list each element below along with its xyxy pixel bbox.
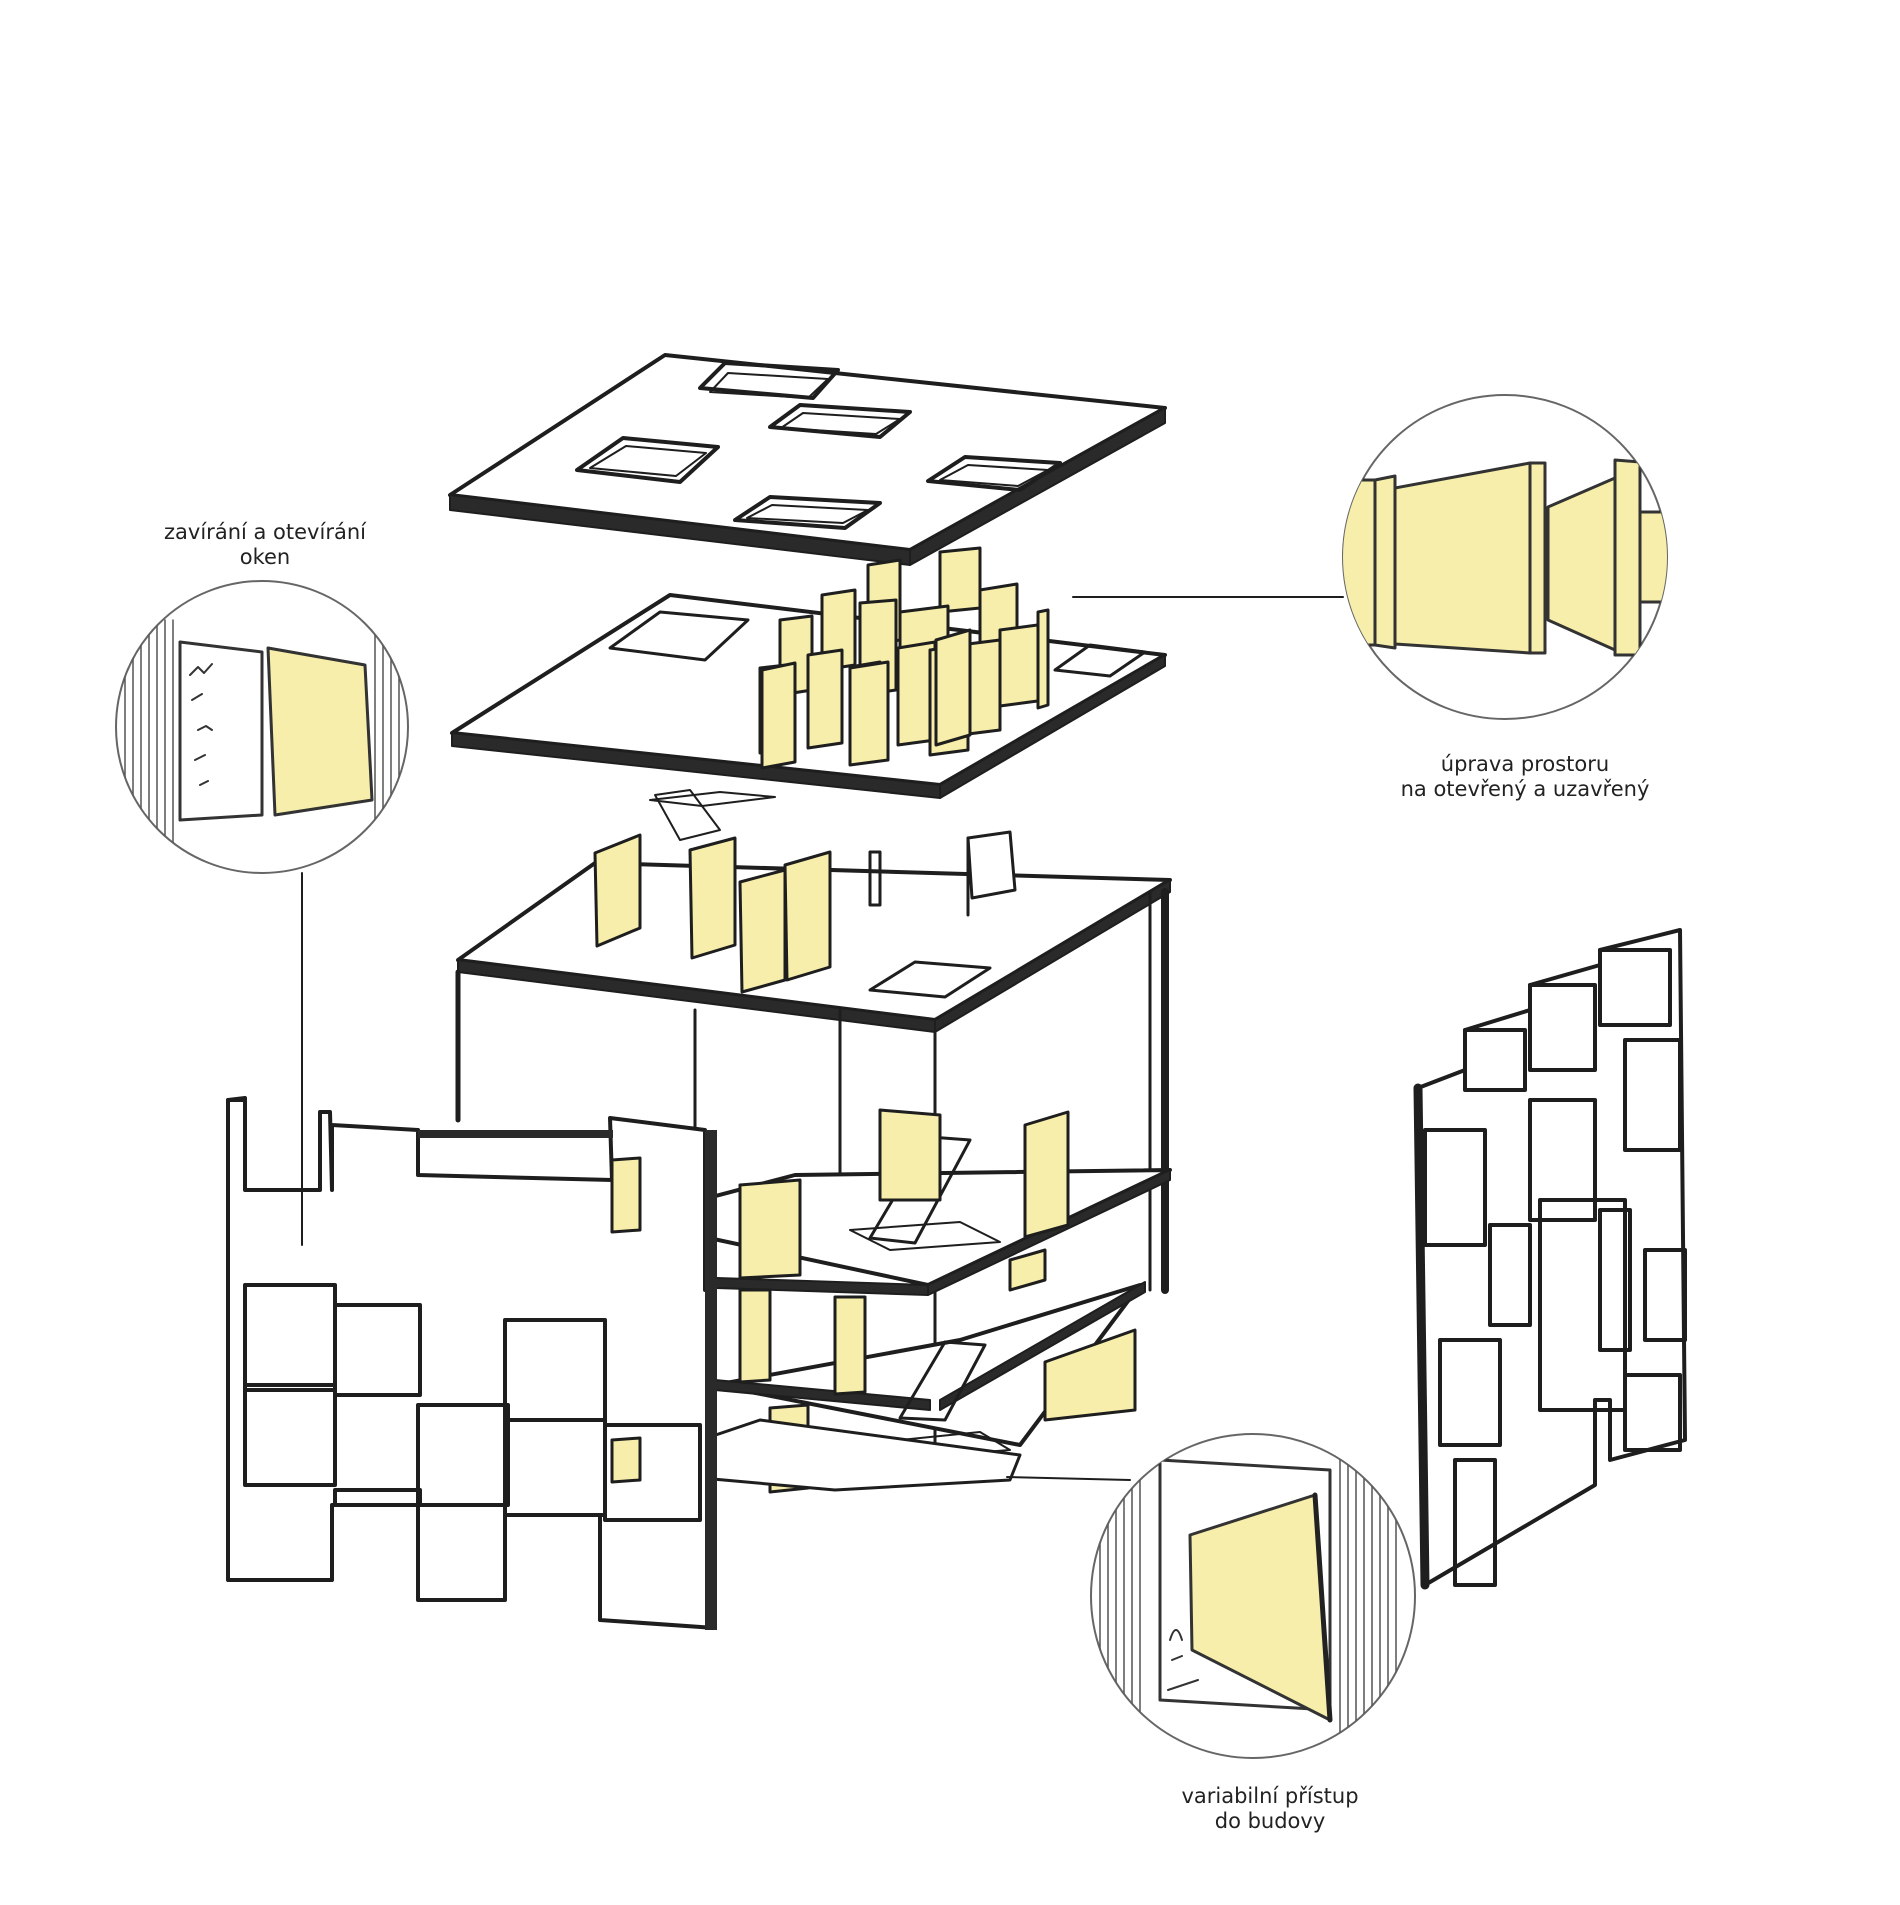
sliding-partition-panels-icon [1342, 394, 1668, 720]
annotation-access-line2: do budovy [1214, 1809, 1326, 1833]
leader-lines [301, 596, 1344, 1481]
annotation-windows: zavírání a otevírání oken [110, 520, 420, 570]
folding-window-panel-icon [115, 580, 409, 874]
upper-floor-slab [450, 546, 1167, 799]
facade-window-grid [243, 1283, 702, 1522]
annotation-space-line1: úprava prostoru [1440, 752, 1610, 776]
annotation-space: úprava prostoru na otevřený a uzavřený [1345, 752, 1705, 802]
annotation-access: variabilní přístup do budovy [1120, 1784, 1420, 1834]
annotation-access-line1: variabilní přístup [1181, 1784, 1359, 1808]
annotation-windows-line2: oken [239, 545, 291, 569]
front-facade [226, 1096, 717, 1630]
top-floor-panels [593, 833, 832, 994]
roof-slab [448, 353, 1167, 566]
right-facade [1413, 928, 1687, 1590]
pivot-entrance-door-icon [1090, 1433, 1416, 1759]
annotation-windows-line1: zavírání a otevírání [164, 520, 366, 544]
upper-partition-panels [758, 546, 1050, 770]
right-facade-windows [1423, 948, 1687, 1587]
roof-skylights [575, 361, 1062, 530]
facade-yellow-glimpses [610, 1156, 642, 1484]
annotation-space-line2: na otevřený a uzavřený [1400, 777, 1650, 801]
